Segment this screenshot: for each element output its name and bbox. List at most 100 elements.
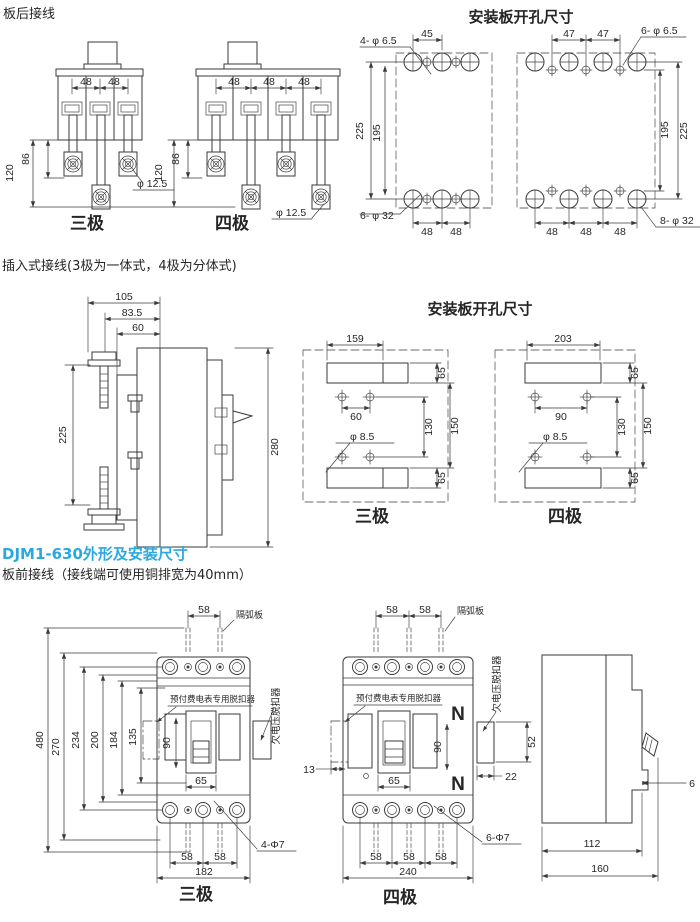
neutral-mark-top: N [451, 704, 465, 725]
dim-65-top: 65 [436, 367, 448, 379]
dim-65: 65 [195, 775, 207, 787]
dim-65-bottom: 65 [436, 472, 448, 484]
dim-130: 130 [616, 418, 628, 436]
section-plate-holes-mid: 安装板开孔尺寸 159 60 130 150 65 65 φ 8.5 [302, 300, 654, 527]
dim-48: 48 [450, 226, 462, 238]
dim-225: 225 [57, 426, 69, 444]
dim-120: 120 [4, 164, 16, 182]
drawing-front-4pole: 58 58 隔弧板 预付费电表专用脱扣器 13 N N 90 65 [303, 604, 538, 908]
dim-58: 58 [181, 851, 193, 863]
dim-65-bottom: 65 [629, 472, 641, 484]
dim-58: 58 [403, 851, 415, 863]
dim-225: 225 [354, 122, 366, 140]
plugin-title: 插入式接线(3极为一体式，4极为分体式) [2, 258, 237, 274]
plate-mid-title: 安装板开孔尺寸 [427, 300, 532, 318]
dim-234: 234 [70, 731, 82, 749]
arc-plate-label: 隔弧板 [457, 605, 484, 617]
pole-label-4p: 四极 [215, 214, 249, 234]
dim-47: 47 [563, 28, 575, 40]
dim-150: 150 [449, 417, 461, 435]
pole-label-3p: 三极 [70, 214, 104, 234]
trip-unit-label: 预付费电表专用脱扣器 [356, 693, 442, 704]
dim-270: 270 [50, 738, 62, 756]
drawing-rear-4pole: 48 48 48 86 120 φ 12.5 四极 [153, 41, 341, 234]
dim-120: 120 [153, 164, 165, 182]
dim-280: 280 [269, 438, 281, 456]
dim-90: 90 [432, 741, 444, 753]
hole-callout: 6-Φ7 [486, 832, 510, 844]
dim-60: 60 [132, 322, 144, 334]
dim-58-top: 58 [419, 604, 431, 616]
drawing-plugin-side: 105 83.5 60 225 280 [57, 291, 281, 548]
arc-plate-label: 隔弧板 [236, 609, 263, 621]
dim-90: 90 [161, 737, 173, 749]
dim-135: 135 [127, 728, 139, 746]
drawing-cutout-4pole: 203 90 130 150 65 65 φ 8.5 四极 [494, 333, 654, 527]
dim-58: 58 [370, 851, 382, 863]
drawing-cutout-3pole: 159 60 130 150 65 65 φ 8.5 三极 [302, 333, 461, 527]
dim-200: 200 [89, 731, 101, 749]
dim-480: 480 [34, 731, 46, 749]
dim-58-top: 58 [386, 604, 398, 616]
dim-48: 48 [80, 76, 92, 88]
dim-52: 52 [526, 736, 538, 748]
pole-label-3p: 三极 [355, 507, 389, 527]
pole-label-3p: 三极 [179, 885, 213, 905]
dim-130: 130 [423, 418, 435, 436]
dim-58-top: 58 [198, 604, 210, 616]
dim-203: 203 [554, 333, 572, 345]
dim-65-top: 65 [629, 367, 641, 379]
drawing-rear-3pole: 48 48 86 120 φ 12.5 三极 [4, 41, 236, 234]
dim-13: 13 [303, 764, 315, 776]
drawing-plate-4pole: 47 47 6- φ 6.5 195 225 48 48 48 8- φ 32 [516, 25, 700, 238]
dim-48: 48 [108, 76, 120, 88]
plate-top-title: 安装板开孔尺寸 [468, 8, 573, 26]
big-hole-callout: 8- φ 32 [660, 215, 694, 227]
dim-6: 6 [689, 778, 695, 790]
neutral-mark-bottom: N [451, 774, 465, 795]
dim-86: 86 [170, 153, 182, 165]
dim-47: 47 [597, 28, 609, 40]
hole-callout: φ 8.5 [350, 431, 374, 443]
dim-160: 160 [591, 863, 609, 875]
dim-83-5: 83.5 [122, 307, 143, 319]
dim-184: 184 [108, 731, 120, 749]
section-plate-holes-top: 安装板开孔尺寸 45 4- φ 6.5 225 195 6- φ 32 48 4… [354, 8, 700, 238]
dim-159: 159 [346, 333, 364, 345]
dim-48: 48 [228, 76, 240, 88]
pole-label-4p: 四极 [383, 888, 417, 908]
dim-58: 58 [214, 851, 226, 863]
hole-callout: φ 12.5 [276, 207, 306, 219]
dim-86: 86 [20, 153, 32, 165]
trip-unit-label: 预付费电表专用脱扣器 [170, 694, 256, 705]
dim-22: 22 [505, 771, 517, 783]
dim-65: 65 [388, 775, 400, 787]
hole-callout: 4-Φ7 [261, 839, 285, 851]
dim-195: 195 [371, 124, 383, 142]
hole-callout: φ 12.5 [137, 178, 167, 190]
drawing-front-3pole: 58 隔弧板 预付费电表专用脱扣器 90 65 欠电压脱扣器 480 [34, 604, 297, 905]
dim-45: 45 [421, 28, 433, 40]
dim-90: 90 [555, 411, 567, 423]
dim-58: 58 [435, 851, 447, 863]
dim-48: 48 [580, 226, 592, 238]
drawing-plate-3pole: 45 4- φ 6.5 225 195 6- φ 32 48 48 [354, 28, 493, 238]
front-title: DJM1-630外形及安装尺寸 [2, 545, 188, 563]
hole-callout: φ 8.5 [543, 431, 567, 443]
small-hole-callout: 6- φ 6.5 [641, 25, 678, 37]
dim-48: 48 [614, 226, 626, 238]
dim-60: 60 [350, 411, 362, 423]
dim-240: 240 [399, 866, 417, 878]
drawing-front-sideview: 6 112 160 [541, 654, 695, 882]
section-front-wiring: DJM1-630外形及安装尺寸 板前接线（接线端可使用铜排宽为40mm） 58 … [2, 545, 695, 908]
dim-182: 182 [195, 866, 213, 878]
uv-release-label: 欠电压脱扣器 [491, 655, 503, 713]
uv-release-label: 欠电压脱扣器 [270, 687, 282, 745]
dim-150: 150 [642, 417, 654, 435]
small-hole-callout: 4- φ 6.5 [360, 35, 397, 47]
dim-48: 48 [546, 226, 558, 238]
dim-225: 225 [678, 122, 690, 140]
rear-title: 板后接线 [3, 6, 55, 22]
